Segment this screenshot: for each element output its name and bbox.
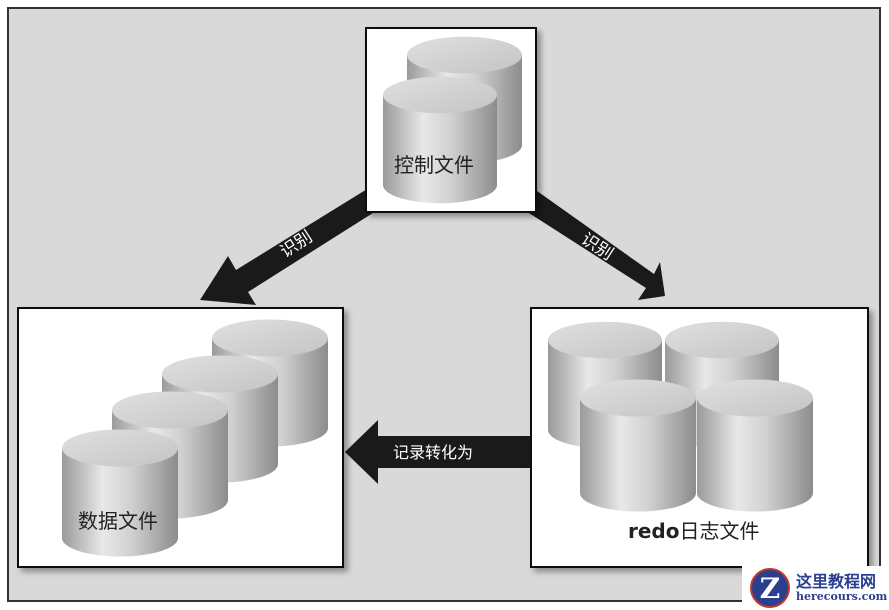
cylinder-icon xyxy=(62,429,178,557)
watermark-name: 这里教程网 xyxy=(796,572,877,592)
redo-prefix: redo xyxy=(628,519,679,543)
redo-log-label: redo日志文件 xyxy=(628,519,759,543)
arrow-redo-to-data: 记录转化为 xyxy=(345,420,531,484)
data-file-node: 数据文件 xyxy=(17,307,344,568)
control-file-label: 控制文件 xyxy=(394,153,474,177)
watermark-domain: herecours.com xyxy=(796,589,888,603)
edge-label-redo-data: 记录转化为 xyxy=(393,443,473,462)
watermark: Z 这里教程网 herecours.com xyxy=(742,566,889,610)
data-file-label: 数据文件 xyxy=(78,509,158,533)
watermark-logo: Z xyxy=(750,568,790,608)
redo-log-node: redo日志文件 xyxy=(530,307,869,568)
cylinder-icon xyxy=(580,379,696,512)
redo-suffix: 日志文件 xyxy=(679,519,759,543)
cylinder-icon xyxy=(383,76,497,204)
cylinder-icon xyxy=(697,379,813,512)
control-file-node: 控制文件 xyxy=(365,27,537,213)
